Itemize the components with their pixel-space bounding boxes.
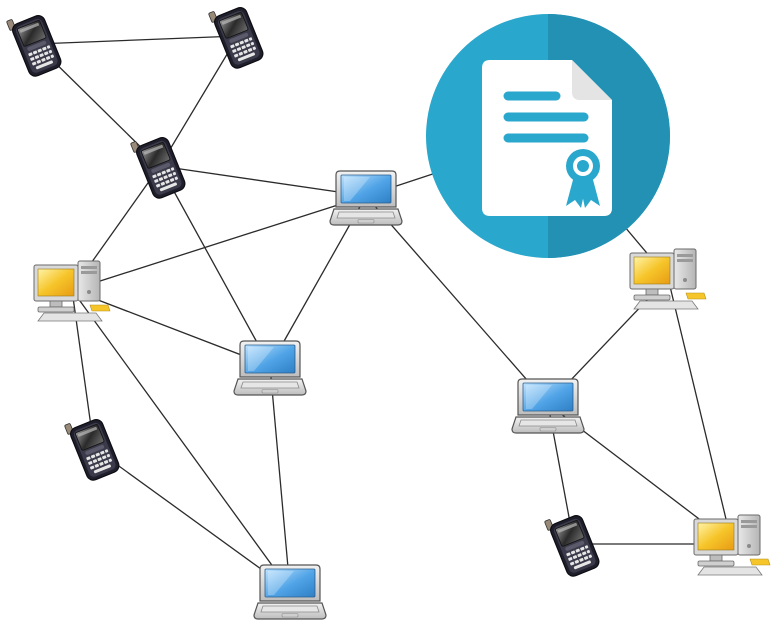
edge-desktop-1-laptop-3 [71,289,291,591]
edge-phone-3-laptop-1 [159,165,367,197]
edge-phone-4-laptop-3 [93,447,291,591]
edge-laptop-2-laptop-3 [269,365,291,591]
phone-icon [207,0,266,72]
edge-phone-3-laptop-2 [159,165,271,367]
laptop-icon [511,378,585,434]
phone-icon [63,411,122,484]
laptop-icon [233,340,307,396]
phone-icon [543,507,602,580]
certificate-document-icon [482,60,612,216]
desktop-icon [629,248,707,310]
phone-icon [129,129,188,202]
edge-laptop-1-laptop-4 [365,195,549,405]
desktop-icon [33,260,111,322]
phone-icon [5,7,64,80]
desktop-icon [693,514,771,576]
edge-desktop-1-laptop-2 [71,289,271,367]
laptop-icon [329,170,403,226]
edge-phone-1-phone-2 [35,35,239,45]
edge-laptop-1-desktop-1 [71,195,367,291]
certificate-badge [426,14,670,258]
edge-phone-2-phone-3 [159,35,239,167]
laptop-icon [253,564,327,620]
edge-desktop-2-desktop-3 [667,277,733,545]
